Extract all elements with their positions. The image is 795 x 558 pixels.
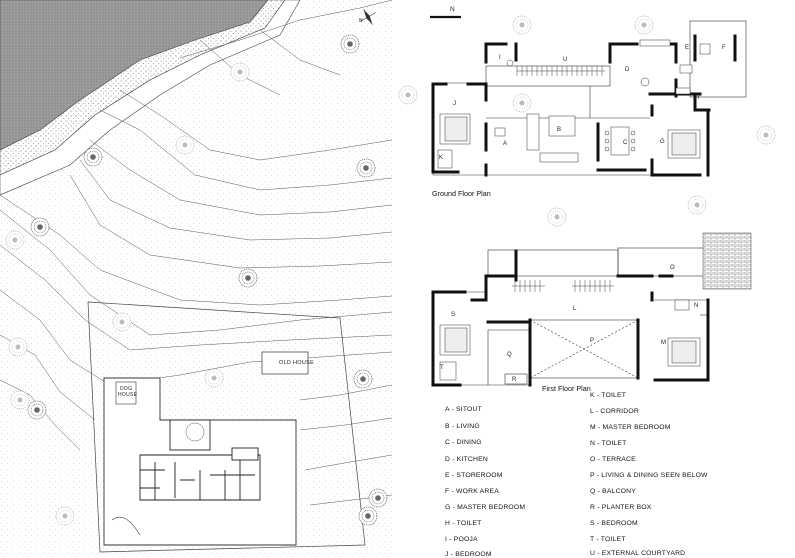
legend-item-a: A - SITOUT [445,406,482,413]
room-label-kitchen: D [625,67,630,73]
legend-item-j: J - BEDROOM [445,551,492,558]
room-label-toilet-h: H [695,95,700,101]
planter-box [504,373,528,385]
ground-floor-plan [431,20,747,177]
legend-item-d: D - KITCHEN [445,456,488,463]
legend-item-k: K - TOILET [590,392,627,399]
legend-item-p: P - LIVING & DINING SEEN BELOW [590,472,708,479]
legend-item-c: C - DINING [445,439,482,446]
room-label-planter-box: R [512,377,517,383]
room-label-bedroom-j: J [453,101,456,107]
gate-arc [111,516,141,536]
room-label-courtyard: U [563,57,568,63]
old-house [261,351,309,375]
legend-item-o: O - TERRACE [590,456,636,463]
legend-item-n: N - TOILET [590,440,627,447]
legend-item-f: F - WORK AREA [445,488,499,495]
room-label-sitout: A [503,141,508,147]
road [0,0,301,196]
room-label-terrace: O [670,265,675,271]
legend-item-g: G - MASTER BEDROOM [445,504,526,511]
site-north-arrow [360,9,376,25]
first-floor-plan [431,232,752,387]
room-label-work-area: F [722,45,726,51]
legend-item-l: L - CORRIDOR [590,408,639,415]
first-walls [431,249,710,387]
legend-item-q: Q - BALCONY [590,488,637,495]
old-house-label: OLD HOUSE [279,360,315,366]
compound-wall [103,377,297,546]
site-house-footprint [139,419,261,501]
room-label-toilet-n: N [694,303,699,309]
first-floor-caption: First Floor Plan [542,384,591,393]
room-label-toilet-t: T [440,365,444,371]
brick-terrace [702,232,752,290]
courtyard-outline [485,65,611,87]
legend-item-b: B - LIVING [445,423,480,430]
room-label-storeroom: E [685,45,690,51]
ground-furniture [437,39,711,169]
room-label-corridor: L [573,306,577,312]
contour-lines [0,0,393,506]
first-pergola [512,280,614,292]
legend-item-h: H - TOILET [445,520,482,527]
room-label-toilet-k: K [439,155,444,161]
room-label-living: B [557,127,562,133]
legend-item-m: M - MASTER BEDROOM [590,424,671,431]
dog-house-label-line1: DOG [120,386,133,392]
legend-item-r: R - PLANTER BOX [590,504,652,511]
legend-item-t: T - TOILET [590,536,626,543]
first-furniture [439,299,701,381]
legend-item-e: E - STOREROOM [445,472,503,479]
room-label-living-dining-below: P [590,338,595,344]
room-label-pooja: I [499,55,501,61]
legend-item-i: I - POOJA [445,536,478,543]
property-boundary [87,301,366,553]
room-label-dining: C [623,140,628,146]
dog-house-label-line2: HOUSE [118,392,138,398]
room-label-master-bedroom-m: M [661,340,666,346]
room-label-master-bedroom: G [660,139,665,145]
legend-item-s: S - BEDROOM [590,520,638,527]
room-label-balcony: Q [507,352,512,358]
site-north-label: N [359,18,363,24]
room-label-bedroom-s: S [451,312,456,318]
ground-pergola [516,66,605,76]
ground-walls [431,34,737,177]
dog-house [115,381,137,405]
plans-area [398,15,776,387]
site-plan [0,0,393,558]
plan-north-label: N [450,6,455,13]
legend-item-u: U - EXTERNAL COURTYARD [590,550,686,557]
ground-floor-caption: Ground Floor Plan [432,189,491,198]
